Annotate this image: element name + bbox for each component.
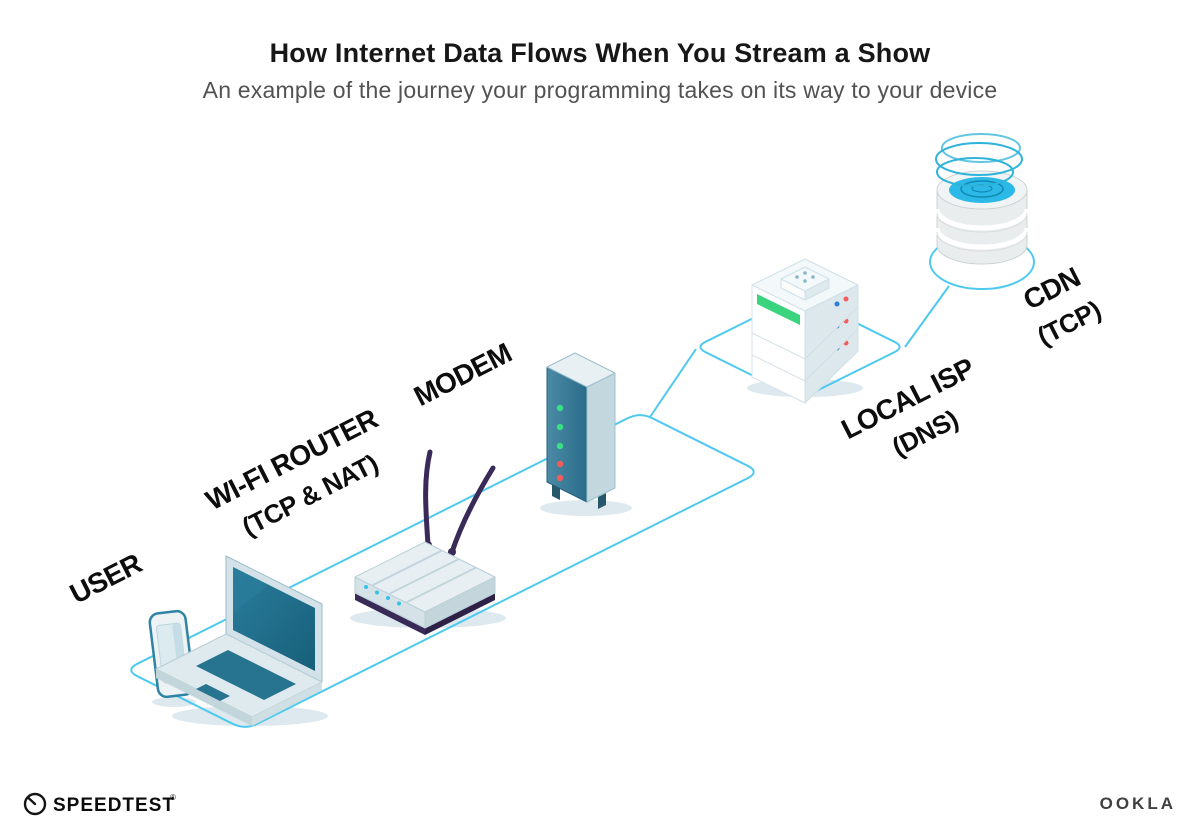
header: How Internet Data Flows When You Stream … (0, 38, 1200, 104)
database-swirl (935, 133, 1023, 187)
label-user: USER (65, 547, 147, 609)
speedtest-logo: SPEEDTEST ® (23, 792, 176, 816)
server-panel (780, 266, 830, 301)
speedtest-wordmark: SPEEDTEST (53, 795, 175, 816)
server-stack-icon (751, 258, 859, 404)
label-modem: MODEM (409, 337, 516, 412)
modem-to-isp-line (649, 348, 697, 418)
page-title: How Internet Data Flows When You Stream … (269, 38, 931, 68)
speedtest-gauge-icon (23, 792, 47, 816)
user-platform-outline (130, 414, 755, 728)
page-subtitle: An example of the journey your programmi… (202, 77, 998, 103)
speedtest-registered-mark: ® (170, 793, 176, 802)
footer: SPEEDTEST ® OOKLA (0, 786, 1200, 822)
laptop-icon (155, 555, 323, 726)
isp-to-cdn-line (904, 285, 950, 348)
wifi-router-icon (354, 449, 496, 635)
ookla-wordmark: OOKLA (1099, 794, 1176, 813)
database-icon (934, 133, 1030, 265)
modem-icon (546, 352, 616, 509)
